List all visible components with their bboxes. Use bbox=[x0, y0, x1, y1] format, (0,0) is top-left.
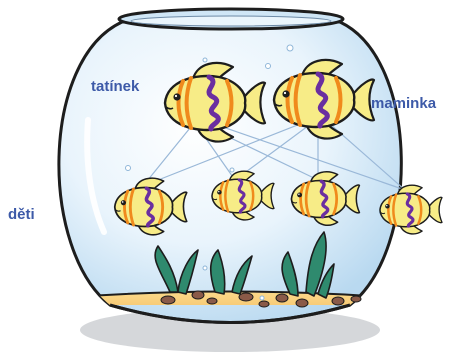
label-children: děti bbox=[8, 207, 35, 222]
label-father: tatínek bbox=[91, 79, 139, 94]
label-mother: maminka bbox=[371, 96, 436, 111]
